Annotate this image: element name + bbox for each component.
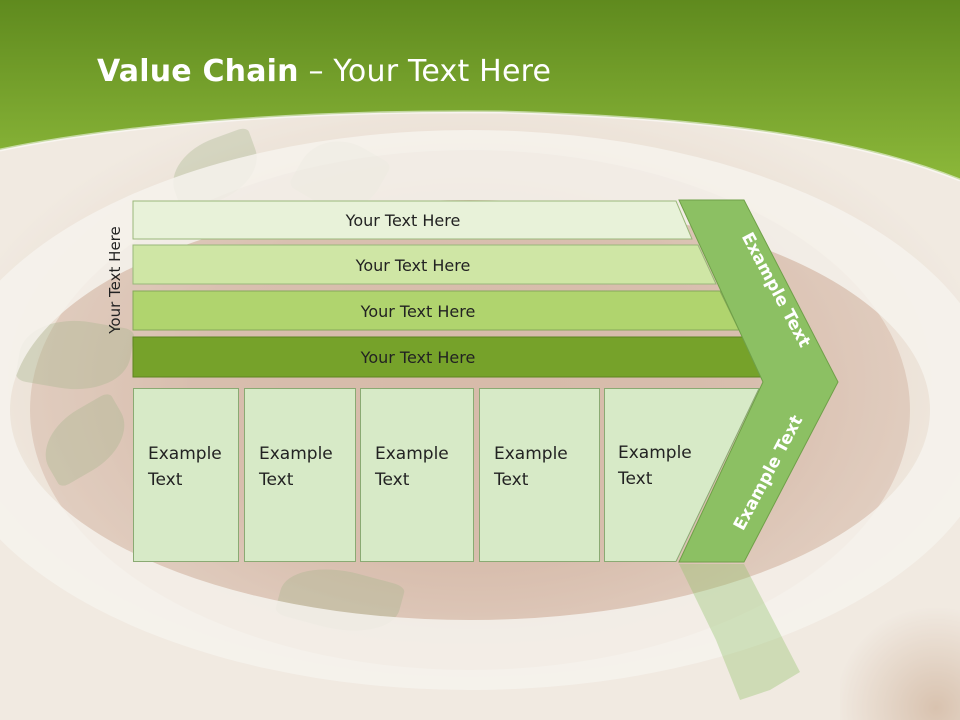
- bar-1: Your Text Here: [345, 210, 461, 230]
- bar-3: Your Text Here: [360, 301, 476, 321]
- header-banner: [0, 0, 960, 182]
- column-5-shape: [604, 388, 760, 562]
- bar-4: Your Text Here: [360, 347, 476, 367]
- bar-2-shape: [132, 244, 717, 285]
- bar-2: Your Text Here: [355, 255, 471, 275]
- chevron-arrow: [678, 199, 839, 563]
- bar-1-shape: [132, 200, 693, 240]
- slide-title: Value Chain – Your Text Here: [97, 54, 552, 89]
- chevron-reflection: [679, 564, 800, 700]
